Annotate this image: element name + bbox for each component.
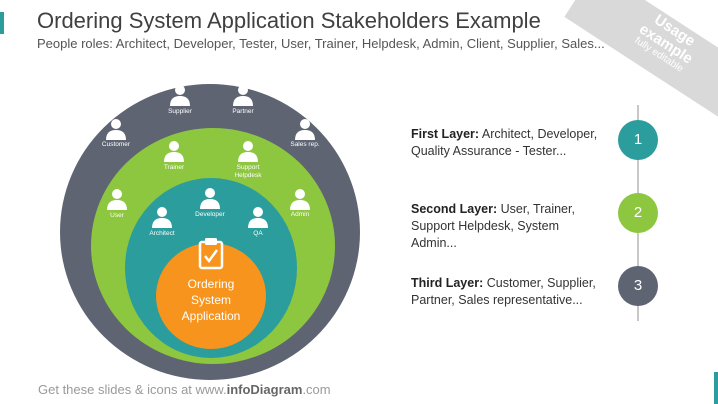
second-layer-description: Second Layer: User, Trainer, Support Hel… bbox=[411, 201, 601, 252]
first-layer-text: Architect, Developer, Quality Assurance … bbox=[411, 127, 598, 158]
right-accent-bar bbox=[714, 372, 718, 404]
architect-label: Architect bbox=[149, 230, 175, 237]
trainer-label: Trainer bbox=[163, 164, 185, 171]
second-layer-heading: Second Layer: bbox=[411, 202, 498, 216]
left-accent-bar bbox=[0, 12, 4, 34]
first-layer-heading: First Layer: bbox=[411, 127, 480, 141]
first-layer-description: First Layer: Architect, Developer, Quali… bbox=[411, 126, 601, 160]
center-label: Ordering System Application bbox=[150, 276, 272, 324]
admin-label: Admin bbox=[290, 211, 310, 218]
footer-credit: Get these slides & icons at www.infoDiag… bbox=[38, 382, 331, 397]
third-layer-description: Third Layer: Customer, Supplier, Partner… bbox=[411, 275, 601, 309]
layer-2-badge: 2 bbox=[618, 193, 658, 233]
partner-label: Partner bbox=[232, 108, 254, 115]
second-layer-text: User, Trainer, Support Helpdesk, System … bbox=[411, 202, 575, 250]
page-title: Ordering System Application Stakeholders… bbox=[37, 8, 541, 33]
support-label-line-2: Helpdesk bbox=[234, 172, 262, 179]
user-label: User bbox=[110, 212, 124, 219]
layer-3-badge: 3 bbox=[618, 266, 658, 306]
footer-prefix: Get these slides & icons at www. bbox=[38, 382, 227, 397]
third-layer-heading: Third Layer: bbox=[411, 276, 484, 290]
center-label-line-3: Application bbox=[181, 309, 241, 323]
developer-label: Developer bbox=[195, 211, 225, 218]
center-circle bbox=[156, 243, 266, 349]
footer-brand: infoDiagram bbox=[226, 382, 303, 397]
footer-suffix: .com bbox=[302, 382, 331, 397]
support-label-line-1: Support bbox=[236, 164, 260, 171]
clipboard-check-icon bbox=[198, 238, 224, 270]
sales-rep-label: Sales rep. bbox=[290, 141, 320, 148]
qa-label: QA bbox=[253, 230, 263, 237]
center-label-line-1: Ordering bbox=[187, 277, 235, 291]
layer-1-badge: 1 bbox=[618, 120, 658, 160]
supplier-label: Supplier bbox=[168, 108, 192, 115]
page-subtitle: People roles: Architect, Developer, Test… bbox=[37, 36, 605, 51]
center-label-line-2: System bbox=[190, 293, 231, 307]
third-layer-text: Customer, Supplier, Partner, Sales repre… bbox=[411, 276, 596, 307]
customer-label: Customer bbox=[101, 141, 131, 148]
